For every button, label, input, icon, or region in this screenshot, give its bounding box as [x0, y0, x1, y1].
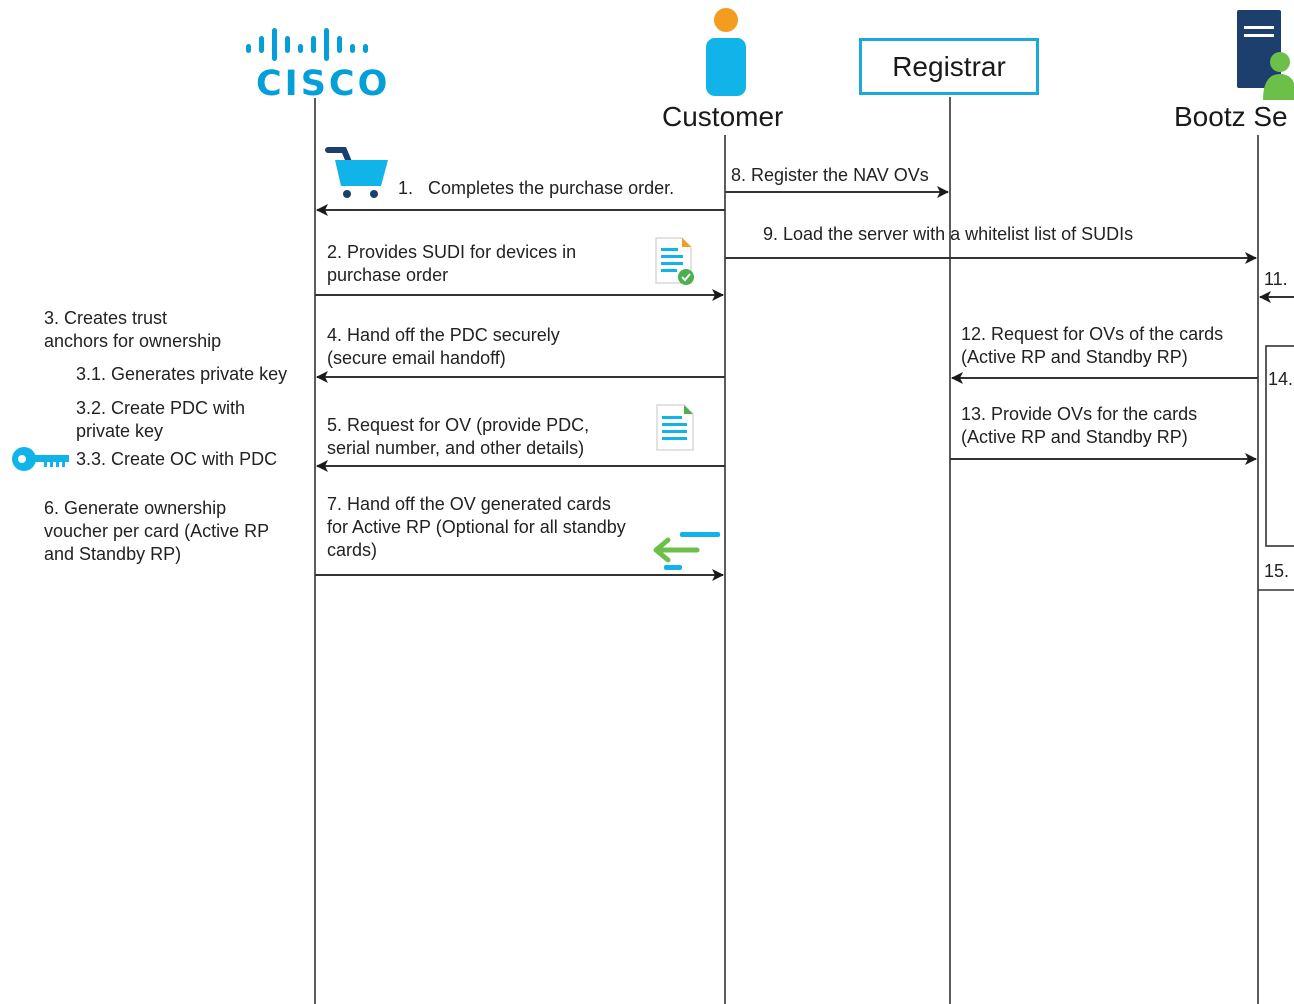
document-icon — [656, 404, 694, 451]
server-icon — [1237, 10, 1294, 100]
step-13-label: 13. Provide OVs for the cards (Active RP… — [961, 404, 1198, 447]
step-15-label: 15. — [1264, 561, 1290, 581]
step-4-label: 4. Hand off the PDC securely (secure ema… — [327, 325, 560, 368]
step-8-label: 8. Register the NAV OVs — [731, 165, 929, 185]
key-icon — [12, 447, 69, 471]
step-3-3-label: 3.3. Create OC with PDC — [76, 449, 278, 469]
document-check-icon — [655, 237, 694, 285]
step-14-label: 14. — [1268, 369, 1294, 389]
cisco-logo-bars — [246, 28, 368, 61]
step-3-1-label: 3.1. Generates private key — [76, 364, 288, 384]
customer-label: Customer — [662, 101, 784, 132]
step-3-2-label: 3.2. Create PDC with private key — [76, 398, 246, 441]
step-1-label: 1. Completes the purchase order. — [398, 178, 675, 198]
step-9-label: 9. Load the server with a whitelist list… — [763, 224, 1134, 244]
person-icon — [706, 8, 746, 96]
registrar-box: Registrar — [859, 38, 1039, 95]
bootz-server-label: Bootz Se — [1174, 101, 1288, 132]
step-3-label: 3. Creates trust anchors for ownership — [44, 308, 222, 351]
step-12-label: 12. Request for OVs of the cards (Active… — [961, 324, 1224, 367]
step-14-box — [1265, 345, 1294, 547]
cart-icon — [325, 147, 388, 198]
cisco-logo-text: CISCO — [256, 64, 391, 104]
step-7-label: 7. Hand off the OV generated cards for A… — [327, 494, 626, 560]
step-2-label: 2. Provides SUDI for devices in purchase… — [327, 242, 577, 285]
step-11-label: 11. — [1264, 269, 1288, 289]
step-5-label: 5. Request for OV (provide PDC, serial n… — [327, 415, 590, 458]
step-6-label: 6. Generate ownership voucher per card (… — [44, 498, 270, 564]
transfer-arrows-icon — [653, 532, 720, 570]
